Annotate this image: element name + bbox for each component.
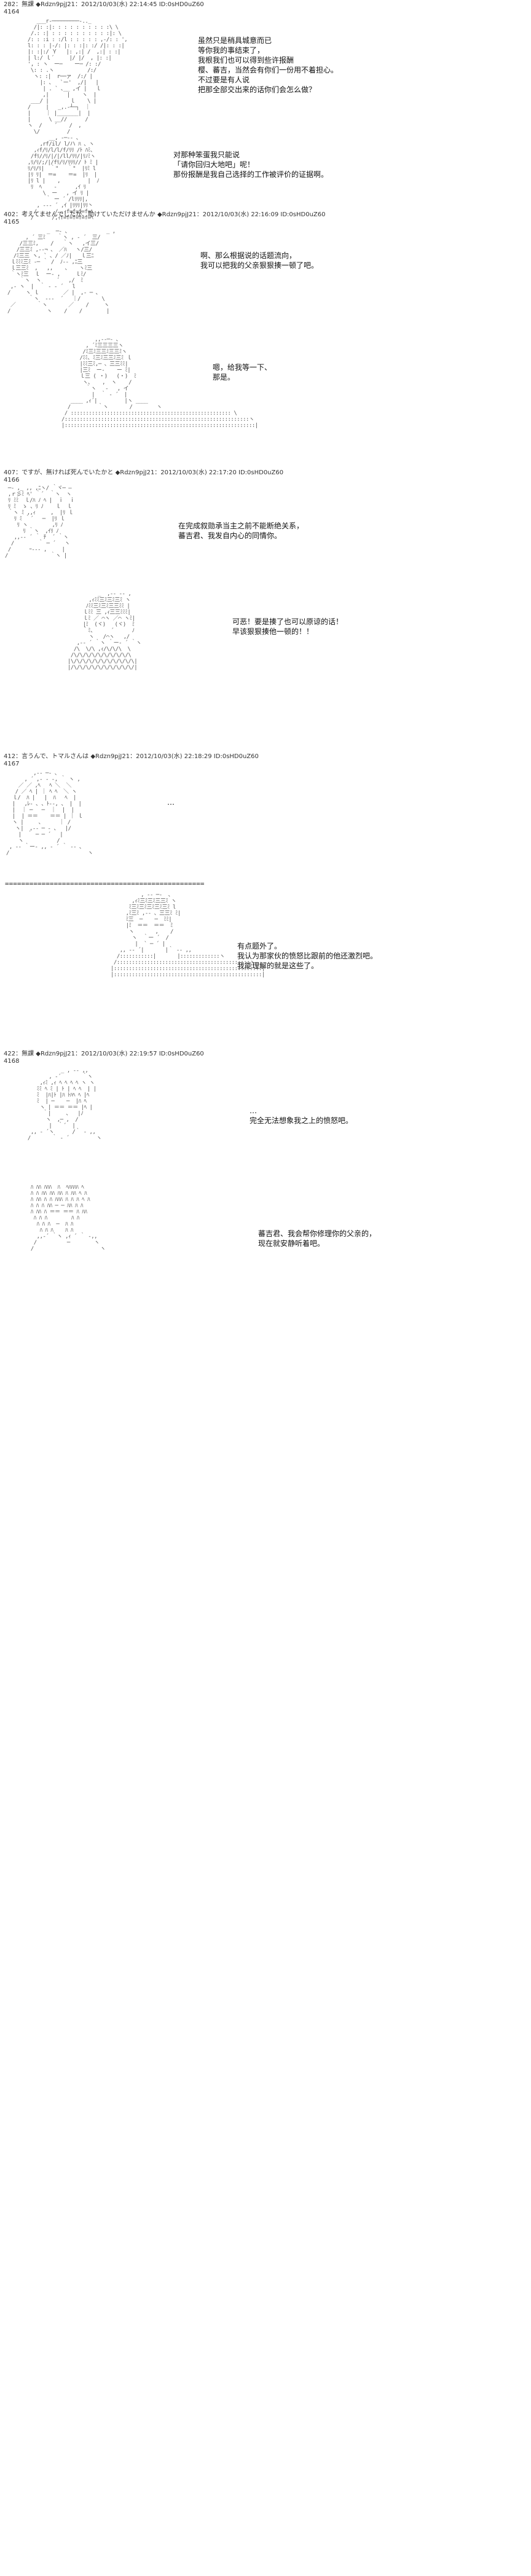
speech-text: 蕃吉君、我会帮你修理你的父亲的， 现在就安静听着吧。: [258, 1229, 377, 1248]
ascii-art-character: ─- ,_ ,, ,ﾆヽ/ ｀ヾ─ ― ,ｒ彡ﾐ ﾍ' ｀´ ｀ヽ ヽ ﾘ ﾐﾐ…: [5, 485, 75, 559]
speech-text: 在完成叙勋承当主之前不能断绝关系， 蕃吉君、我发自内心的同情你。: [178, 522, 304, 540]
ascii-art-character: _ ─- 、 _ , , ´ 三ﾐ ｀ヽ , ‐ ´ 三/ /三三ﾐ, / ｀ヽ…: [7, 229, 116, 315]
post-number: 4164: [4, 9, 20, 15]
ascii-art-character: ,-‐ ─- 、 , ´ ,- ‐ -, ｀ ヽ , ／ ／ ,ﾍ ﾍ ＼ ＼ …: [6, 770, 93, 856]
post-number: 4168: [4, 1058, 20, 1065]
post-number: 4166: [4, 477, 20, 483]
speech-text: …: [167, 798, 175, 807]
speech-text: 虽然只是稍具城意而已 等你我的事结束了， 我根我们也可以得到些许报酬 樱、蕃吉，…: [198, 36, 339, 94]
post-number: 4165: [4, 219, 20, 225]
ascii-art-character: ,,-‐─- 、 , ´ﾐ三三三三ヽ /ﾐ三ﾐ三三ﾐ三三ﾐヽ /ﾐﾐ、ﾐ三ﾐ三三…: [61, 337, 258, 429]
post-header: 422：無課 ◆Rdzn9pjJ21：2012/10/03(水) 22:19:5…: [4, 1051, 204, 1057]
ascii-art-character: _ ,-‐ ‐- , ,ｨﾐﾐ三ﾐ三ﾐ三ﾐ ヽ ﾉﾐﾐ三ﾐ三ﾐ三三ﾐﾐ | ｌﾐ…: [68, 591, 141, 671]
separator-line: ========================================…: [5, 880, 205, 888]
speech-text: … 完全无法想象我之上的愤怒吧。: [250, 1106, 353, 1125]
speech-text: 有点题外了。 我认为那家伙的愤怒比跟前的他还激烈吧。 我能理解的就是这些了。: [237, 942, 378, 970]
ascii-art-character: ___r-─────────-.._ /|: :|: : : : : : : :…: [27, 18, 128, 135]
post-header: 412：言うんで、トマルさんは ◆Rdzn9pjJ21：2012/10/03(水…: [4, 753, 259, 760]
post-header: 282：無課 ◆Rdzn9pjJ21：2012/10/03(水) 22:14:4…: [4, 1, 204, 8]
speech-text: 啊、那么根据说的话题流向， 我可以把我的父亲狠狠揍一顿了吧。: [200, 251, 319, 270]
post-number: 4167: [4, 761, 20, 767]
ascii-art-character: _ , -- ,, , -´ ｀ヽ ,ｨﾐ ,ｨ ﾍ ﾍ ﾍ ﾍ ヽ ヽ ﾐﾐ …: [27, 1068, 102, 1141]
speech-text: 嗯，给我等一下、 那是。: [213, 363, 272, 382]
ascii-art-character: ﾊ ﾊﾊ ﾊﾊﾊ ﾊ ﾍﾊﾊﾊﾊ ﾍ ﾊ ﾊ ﾊﾊ ﾊﾊ ﾊﾊ ﾊ ﾊﾊ ﾍ ﾊ…: [30, 1184, 106, 1252]
post-header: 402：考えてませんでしたが、助けていただけませんか ◆Rdzn9pjJ21：2…: [4, 211, 326, 218]
ascii-art-character: , -‐ ─- 、 ,ｨﾐ三ﾐ三ﾐ三三ﾐ ヽ ﾐ三ﾐ三ﾐ三ﾐ三ﾐ三ﾐ l ,ﾐ三…: [111, 892, 265, 978]
post-header: 407：ですが、無ければ死んでいたかと ◆Rdzn9pjJ21：2012/10/…: [4, 469, 284, 476]
speech-text: 可恶！要是揍了也可以原谅的话！ 早该狠狠揍他一顿的！！: [232, 617, 344, 636]
speech-text: 对那种笨蛋我只能说 「请你回归大地吧」呢！ 那份报酬是我自己选择的工作被评价的证…: [173, 151, 329, 179]
ascii-art-character: __, -─-- 、 ,rf/il/ l/ハ ﾊ 、ヽ ,ｨf/ﾘ/l/l/f/…: [27, 135, 100, 221]
